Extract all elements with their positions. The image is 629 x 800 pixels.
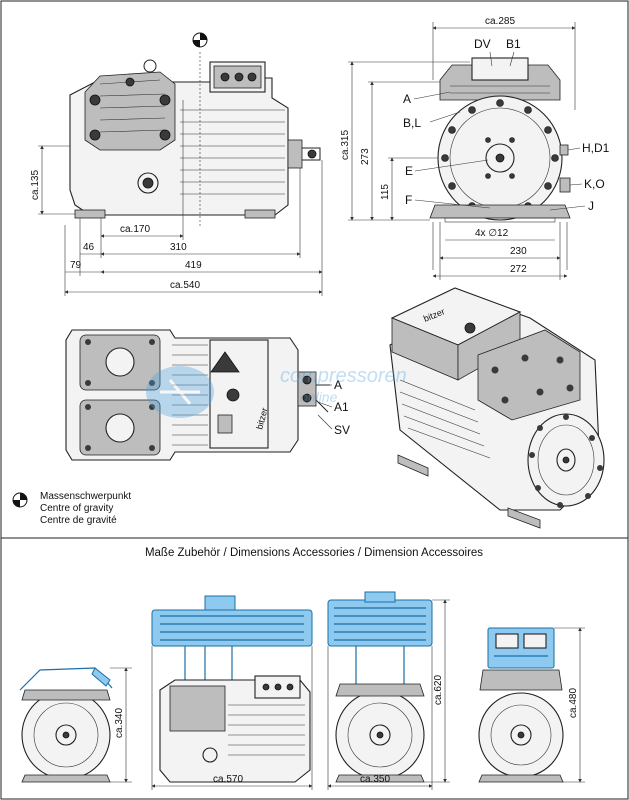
dim-holes: 4x ∅12 (475, 228, 509, 239)
svg-text:compressoren: compressoren (280, 365, 407, 387)
dim-310: 310 (170, 242, 187, 253)
side-view: ca.135 ca.170 310 46 79 419 ca.540 (30, 32, 323, 296)
front-view: ca.285 ca.315 273 115 (340, 16, 610, 280)
legend-en: Centre of gravity (40, 503, 113, 514)
acc-dim-620: ca.620 (433, 675, 444, 705)
accessories-title: Maße Zubehör / Dimensions Accessories / … (145, 547, 483, 559)
legend: Massenschwerpunkt Centre of gravity Cent… (12, 491, 131, 526)
dim-79: 79 (70, 260, 82, 271)
legend-de: Massenschwerpunkt (40, 491, 131, 502)
label-b1: B1 (506, 37, 521, 51)
dim-width-285: ca.285 (485, 16, 515, 27)
dim-height-315: ca.315 (340, 130, 351, 160)
label-f: F (405, 193, 412, 207)
dim-170: ca.170 (120, 224, 150, 235)
accessory-view-2: ca.570 (151, 595, 313, 790)
acc-dim-340: ca.340 (114, 708, 125, 738)
label-plan-a: A (334, 378, 342, 392)
dim-540: ca.540 (170, 280, 200, 291)
label-ko: K,O (584, 177, 605, 191)
accessory-view-4: ca.480 (478, 627, 585, 783)
label-a: A (403, 92, 411, 106)
label-e: E (405, 164, 413, 178)
acc-dim-570: ca.570 (213, 774, 243, 785)
dim-height-115: 115 (380, 184, 391, 200)
plan-view: bitzer A A1 SV (65, 329, 350, 461)
label-hd1: H,D1 (582, 141, 610, 155)
svg-text:online: online (300, 389, 338, 405)
acc-dim-350: ca.350 (360, 774, 390, 785)
accessory-view-1: ca.340 (19, 667, 132, 783)
dim-419: 419 (185, 260, 202, 271)
dim-height-left: ca.135 (30, 170, 41, 200)
acc-dim-480: ca.480 (568, 688, 579, 718)
accessory-view-3: ca.620 ca.350 (327, 591, 450, 790)
centre-of-gravity-legend-icon (12, 492, 28, 508)
label-j: J (588, 199, 594, 213)
label-plan-a1: A1 (334, 400, 349, 414)
isometric-view: bitzer (389, 287, 605, 529)
label-plan-sv: SV (334, 423, 350, 437)
label-bl: B,L (403, 116, 421, 130)
dim-230: 230 (510, 246, 527, 257)
dim-272: 272 (510, 264, 527, 275)
label-dv: DV (474, 37, 491, 51)
watermark-logo: compressoren online (146, 365, 407, 418)
dim-46: 46 (83, 242, 95, 253)
dim-height-273: 273 (360, 148, 371, 165)
centre-of-gravity-icon (192, 32, 208, 48)
legend-fr: Centre de gravité (40, 515, 117, 526)
